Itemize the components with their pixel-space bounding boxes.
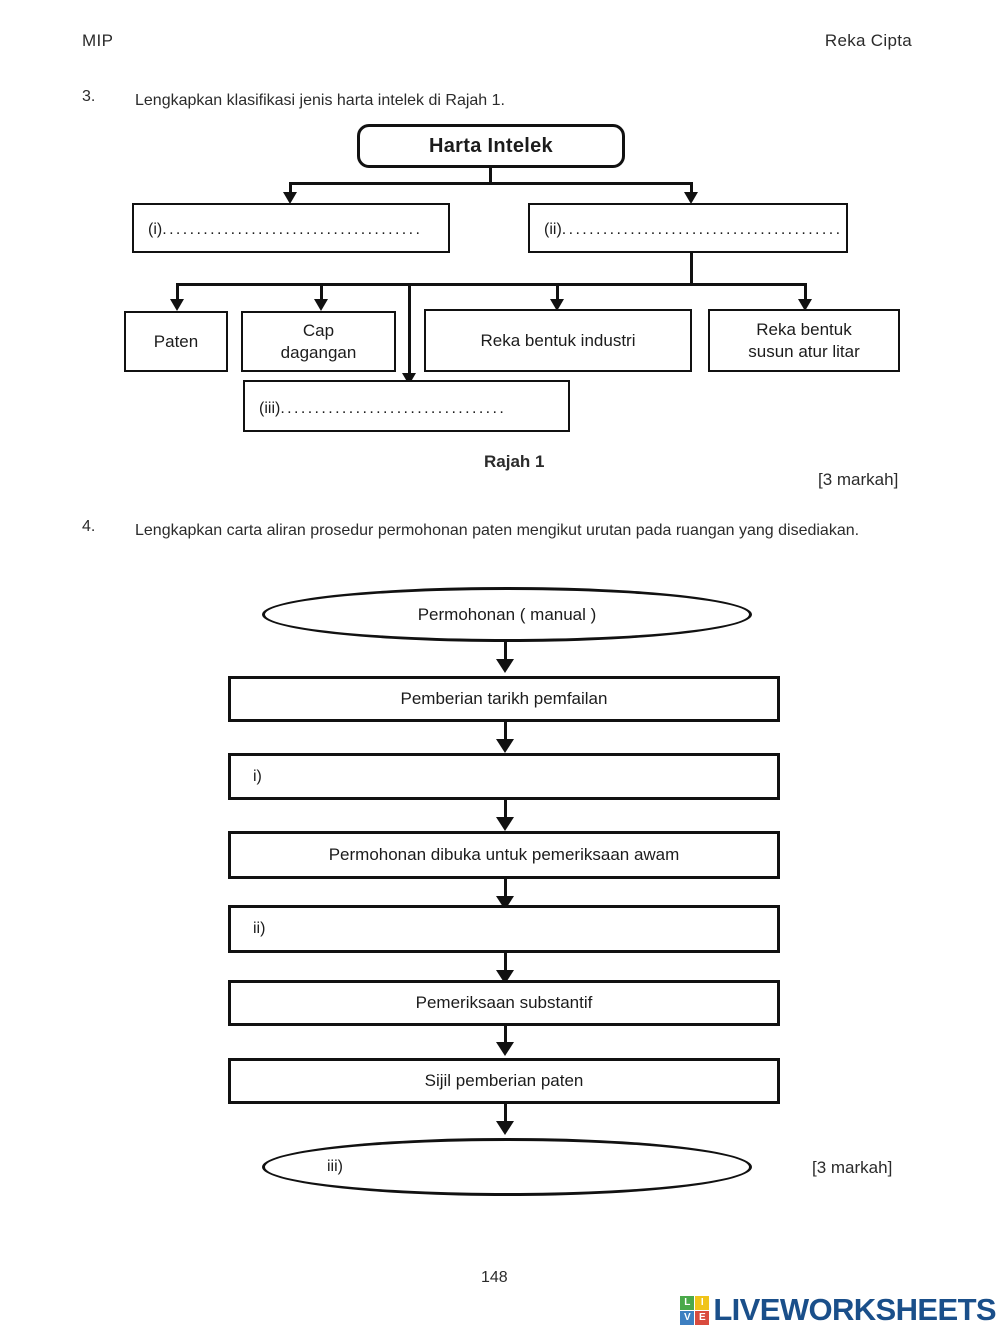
page-number: 148	[481, 1269, 508, 1286]
flow-arrow-7	[496, 1121, 514, 1135]
diagram-box-iii[interactable]: (iii).................................	[243, 380, 570, 432]
flow-connector-6	[504, 1026, 507, 1051]
question-4-text: Lengkapkan carta aliran prosedur permoho…	[135, 522, 860, 539]
flow-arrow-6	[496, 1042, 514, 1056]
connector-level2-bar	[289, 182, 692, 185]
flow-start-terminator: Permohonan ( manual )	[262, 587, 752, 642]
arrow-to-reka-bentuk-industri	[550, 299, 564, 311]
arrow-to-susun-atur-litar	[798, 299, 812, 311]
header-left-subject: MIP	[82, 31, 114, 50]
connector-level3-stem	[690, 253, 693, 283]
arrow-to-box-ii	[684, 192, 698, 204]
diagram-box-iii-dots: .................................	[280, 400, 507, 417]
diagram-box-ii[interactable]: (ii)....................................…	[528, 203, 848, 253]
connector-level2-right-drop	[690, 182, 693, 196]
logo-cell-e: E	[695, 1310, 710, 1325]
diagram-box-ii-dots: ........................................…	[561, 221, 843, 238]
question-3-text: Lengkapkan klasifikasi jenis harta intel…	[135, 92, 505, 109]
diagram-root-box: Harta Intelek	[357, 124, 625, 168]
flow-step-pemberian-tarikh-pemfailan: Pemberian tarikh pemfailan	[228, 676, 780, 722]
diagram-box-i-dots: ......................................	[162, 221, 423, 238]
flow-connector-4	[504, 879, 507, 905]
diagram-box-ii-label: (ii)	[544, 221, 562, 238]
connector-drop-cap-dagangan	[320, 283, 323, 303]
logo-cell-l: L	[680, 1295, 695, 1310]
question-3-number: 3.	[82, 88, 96, 105]
header-right-topic: Reka Cipta	[824, 31, 912, 50]
arrow-to-cap-dagangan	[314, 299, 328, 311]
flow-step-blank-ii[interactable]: ii)	[228, 905, 780, 953]
flow-step-blank-i[interactable]: i)	[228, 753, 780, 800]
liveworksheets-logo-mark: L I V E	[680, 1295, 710, 1325]
connector-root-stem	[489, 168, 492, 184]
connector-drop-susun-atur-litar	[804, 283, 807, 303]
flow-end-terminator-blank-iii[interactable]: iii)	[262, 1138, 752, 1196]
diagram-box-iii-label: (iii)	[259, 400, 281, 417]
flow-arrow-3	[496, 817, 514, 831]
diagram-box-cap-dagangan: Cap dagangan	[241, 311, 396, 372]
arrow-to-paten	[170, 299, 184, 311]
flow-connector-1	[504, 642, 507, 668]
diagram-box-paten: Paten	[124, 311, 228, 372]
flow-connector-2	[504, 722, 507, 748]
connector-level3-bar	[176, 283, 806, 286]
liveworksheets-logo[interactable]: L I V E LIVEWORKSHEETS	[680, 1292, 997, 1328]
rajah-1-caption: Rajah 1	[484, 452, 545, 471]
connector-drop-box-iii	[408, 283, 411, 377]
arrow-to-box-i	[283, 192, 297, 204]
diagram-box-i-label: (i)	[148, 221, 163, 238]
diagram-box-i[interactable]: (i).....................................…	[132, 203, 450, 253]
logo-cell-i: I	[695, 1295, 710, 1310]
flow-arrow-2	[496, 739, 514, 753]
flow-step-permohonan-dibuka: Permohonan dibuka untuk pemeriksaan awam	[228, 831, 780, 879]
flow-connector-3	[504, 800, 507, 826]
flow-step-pemeriksaan-substantif: Pemeriksaan substantif	[228, 980, 780, 1026]
diagram-box-susun-atur-litar: Reka bentuk susun atur litar	[708, 309, 900, 372]
question-4-marks: [3 markah]	[812, 1158, 893, 1177]
question-3-marks: [3 markah]	[818, 470, 899, 489]
connector-drop-reka-bentuk-industri	[556, 283, 559, 303]
liveworksheets-wordmark: LIVEWORKSHEETS	[713, 1292, 996, 1327]
connector-level2-left-drop	[289, 182, 292, 196]
flow-connector-5	[504, 953, 507, 979]
question-4-number: 4.	[82, 518, 96, 535]
diagram-box-reka-bentuk-industri: Reka bentuk industri	[424, 309, 692, 372]
flow-step-sijil-pemberian-paten: Sijil pemberian paten	[228, 1058, 780, 1104]
flow-arrow-1	[496, 659, 514, 673]
connector-drop-paten	[176, 283, 179, 303]
flow-connector-7	[504, 1104, 507, 1130]
logo-cell-v: V	[680, 1310, 695, 1325]
